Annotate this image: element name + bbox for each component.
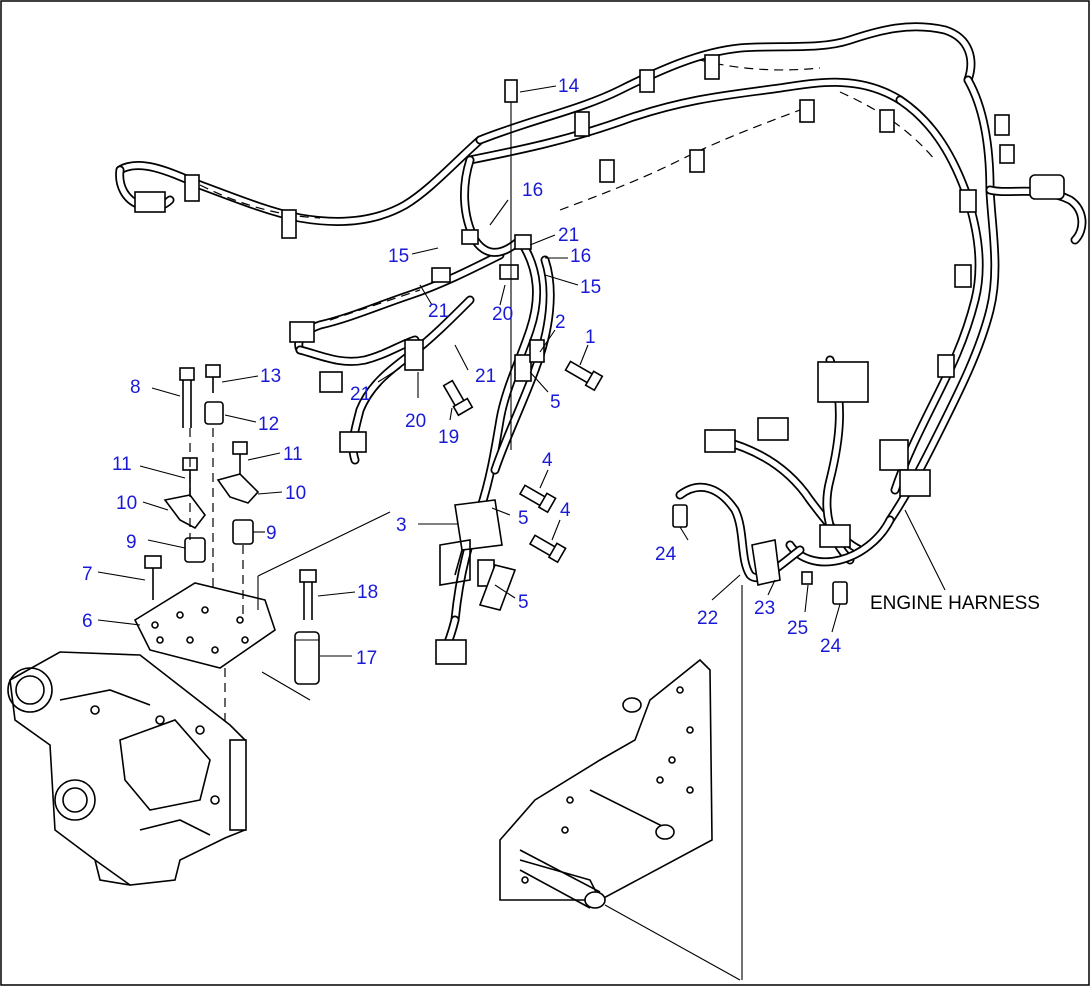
callout-13: 13 — [260, 366, 281, 387]
callout-22: 22 — [697, 608, 718, 629]
callout-23: 23 — [754, 598, 775, 619]
callout-21: 21 — [475, 366, 496, 387]
callout-1: 1 — [585, 327, 596, 348]
sensor-bracket — [751, 539, 781, 586]
bolts — [442, 79, 848, 605]
harness-clamps — [184, 54, 1015, 587]
callout-5: 5 — [518, 592, 529, 613]
callout-15: 15 — [580, 277, 601, 298]
callout-5: 5 — [550, 392, 561, 413]
callout-9: 9 — [126, 532, 137, 553]
callout-2: 2 — [555, 312, 566, 333]
mount-plate-assembly — [133, 364, 391, 730]
callout-10: 10 — [116, 493, 137, 514]
housing — [7, 651, 247, 886]
callout-7: 7 — [82, 564, 93, 585]
connectors — [134, 174, 1065, 665]
callout-5: 5 — [518, 508, 529, 529]
callout-25: 25 — [787, 618, 808, 639]
callout-15: 15 — [388, 246, 409, 267]
callout-3: 3 — [396, 515, 407, 536]
callout-21: 21 — [558, 225, 579, 246]
callout-10: 10 — [285, 483, 306, 504]
mounting-bracket — [499, 585, 743, 981]
callout-14: 14 — [558, 76, 580, 97]
callout-20: 20 — [405, 411, 426, 432]
callout-16: 16 — [570, 246, 591, 267]
callout-4: 4 — [542, 450, 553, 471]
callout-16: 16 — [522, 180, 543, 201]
engine-harness-caption: ENGINE HARNESS — [870, 593, 1040, 614]
main-harness — [115, 22, 1087, 665]
callout-24: 24 — [820, 636, 842, 657]
callout-11: 11 — [283, 444, 303, 465]
callout-8: 8 — [130, 377, 141, 398]
callout-6: 6 — [82, 611, 93, 632]
relay-bracket — [439, 499, 517, 611]
callout-18: 18 — [357, 582, 378, 603]
leader-lines — [97, 85, 946, 657]
harness-dash-lines — [199, 59, 936, 321]
callout-19: 19 — [438, 427, 459, 448]
callout-21: 21 — [350, 384, 371, 405]
callout-4: 4 — [560, 500, 571, 521]
callout-21: 21 — [428, 301, 449, 322]
callout-9: 9 — [266, 523, 277, 544]
callout-12: 12 — [258, 414, 279, 435]
callout-24: 24 — [655, 544, 677, 565]
callout-11: 11 — [112, 454, 132, 475]
callout-labels: 1 2 3 4 4 5 5 5 6 7 8 9 9 10 10 11 11 12… — [82, 76, 1040, 669]
callout-20: 20 — [492, 304, 513, 325]
callout-17: 17 — [356, 648, 377, 669]
